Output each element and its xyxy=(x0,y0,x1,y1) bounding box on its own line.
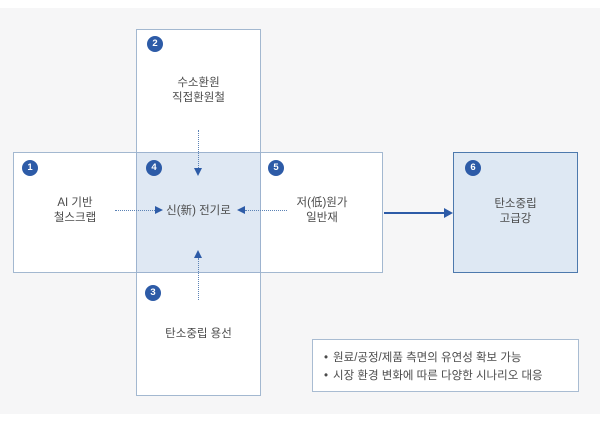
badge-1: 1 xyxy=(22,160,38,176)
badge-6: 6 xyxy=(465,160,481,176)
solid-arrow-head-icon xyxy=(444,208,453,218)
arrow-right-icon xyxy=(155,206,163,214)
node-label-new-electric-furnace: 신(新) 전기로 xyxy=(136,204,261,219)
note-item-2-text: 시장 환경 변화에 따른 다양한 시나리오 대응 xyxy=(333,370,543,382)
node-label-ai-scrap: AI 기반 철스크랩 xyxy=(13,196,137,226)
node-label-hydrogen-dri: 수소환원 직접환원철 xyxy=(136,76,261,106)
bullet-icon: • xyxy=(324,370,329,382)
node2-line1: 수소환원 xyxy=(177,77,220,89)
node1-line2: 철스크랩 xyxy=(53,212,97,224)
node5-line1: 저(低)원가 xyxy=(296,197,348,209)
badge-5-number: 5 xyxy=(273,162,279,174)
badge-6-number: 6 xyxy=(470,162,476,174)
badge-3: 3 xyxy=(145,285,161,301)
node-label-carbon-neutral-premium-steel: 탄소중립 고급강 xyxy=(453,197,578,227)
solid-arrow-line xyxy=(384,212,444,214)
node3-line1: 탄소중립 용선 xyxy=(165,328,232,340)
node1-line1: AI 기반 xyxy=(57,197,93,209)
node-label-carbon-neutral-hot-metal: 탄소중립 용선 xyxy=(136,327,261,342)
badge-4: 4 xyxy=(146,160,162,176)
node6-line2: 고급강 xyxy=(499,213,532,225)
node4-line1: 신(新) 전기로 xyxy=(166,205,231,217)
note-item-2: • 시장 환경 변화에 따른 다양한 시나리오 대응 xyxy=(324,367,578,385)
dotted-line-up xyxy=(198,258,199,300)
node5-line2: 일반재 xyxy=(306,212,338,224)
dotted-line-down xyxy=(198,130,199,168)
node6-line1: 탄소중립 xyxy=(494,198,537,210)
node2-line2: 직접환원철 xyxy=(172,92,225,104)
badge-2: 2 xyxy=(147,36,163,52)
badge-5: 5 xyxy=(268,160,284,176)
dotted-line-right xyxy=(115,210,155,211)
note-item-1: • 원료/공정/제품 측면의 유연성 확보 가능 xyxy=(324,349,578,367)
arrow-left-icon xyxy=(237,206,245,214)
badge-1-number: 1 xyxy=(27,162,33,174)
note-item-1-text: 원료/공정/제품 측면의 유연성 확보 가능 xyxy=(333,352,522,364)
arrow-down-icon xyxy=(194,168,202,176)
arrow-up-icon xyxy=(194,250,202,258)
badge-3-number: 3 xyxy=(150,287,156,299)
node-label-low-cost-general: 저(低)원가 일반재 xyxy=(261,196,383,226)
bullet-icon: • xyxy=(324,352,329,364)
badge-4-number: 4 xyxy=(151,162,157,174)
notes-box: • 원료/공정/제품 측면의 유연성 확보 가능 • 시장 환경 변화에 따른 다양… xyxy=(312,339,579,392)
dotted-line-left xyxy=(245,210,287,211)
badge-2-number: 2 xyxy=(152,38,158,50)
